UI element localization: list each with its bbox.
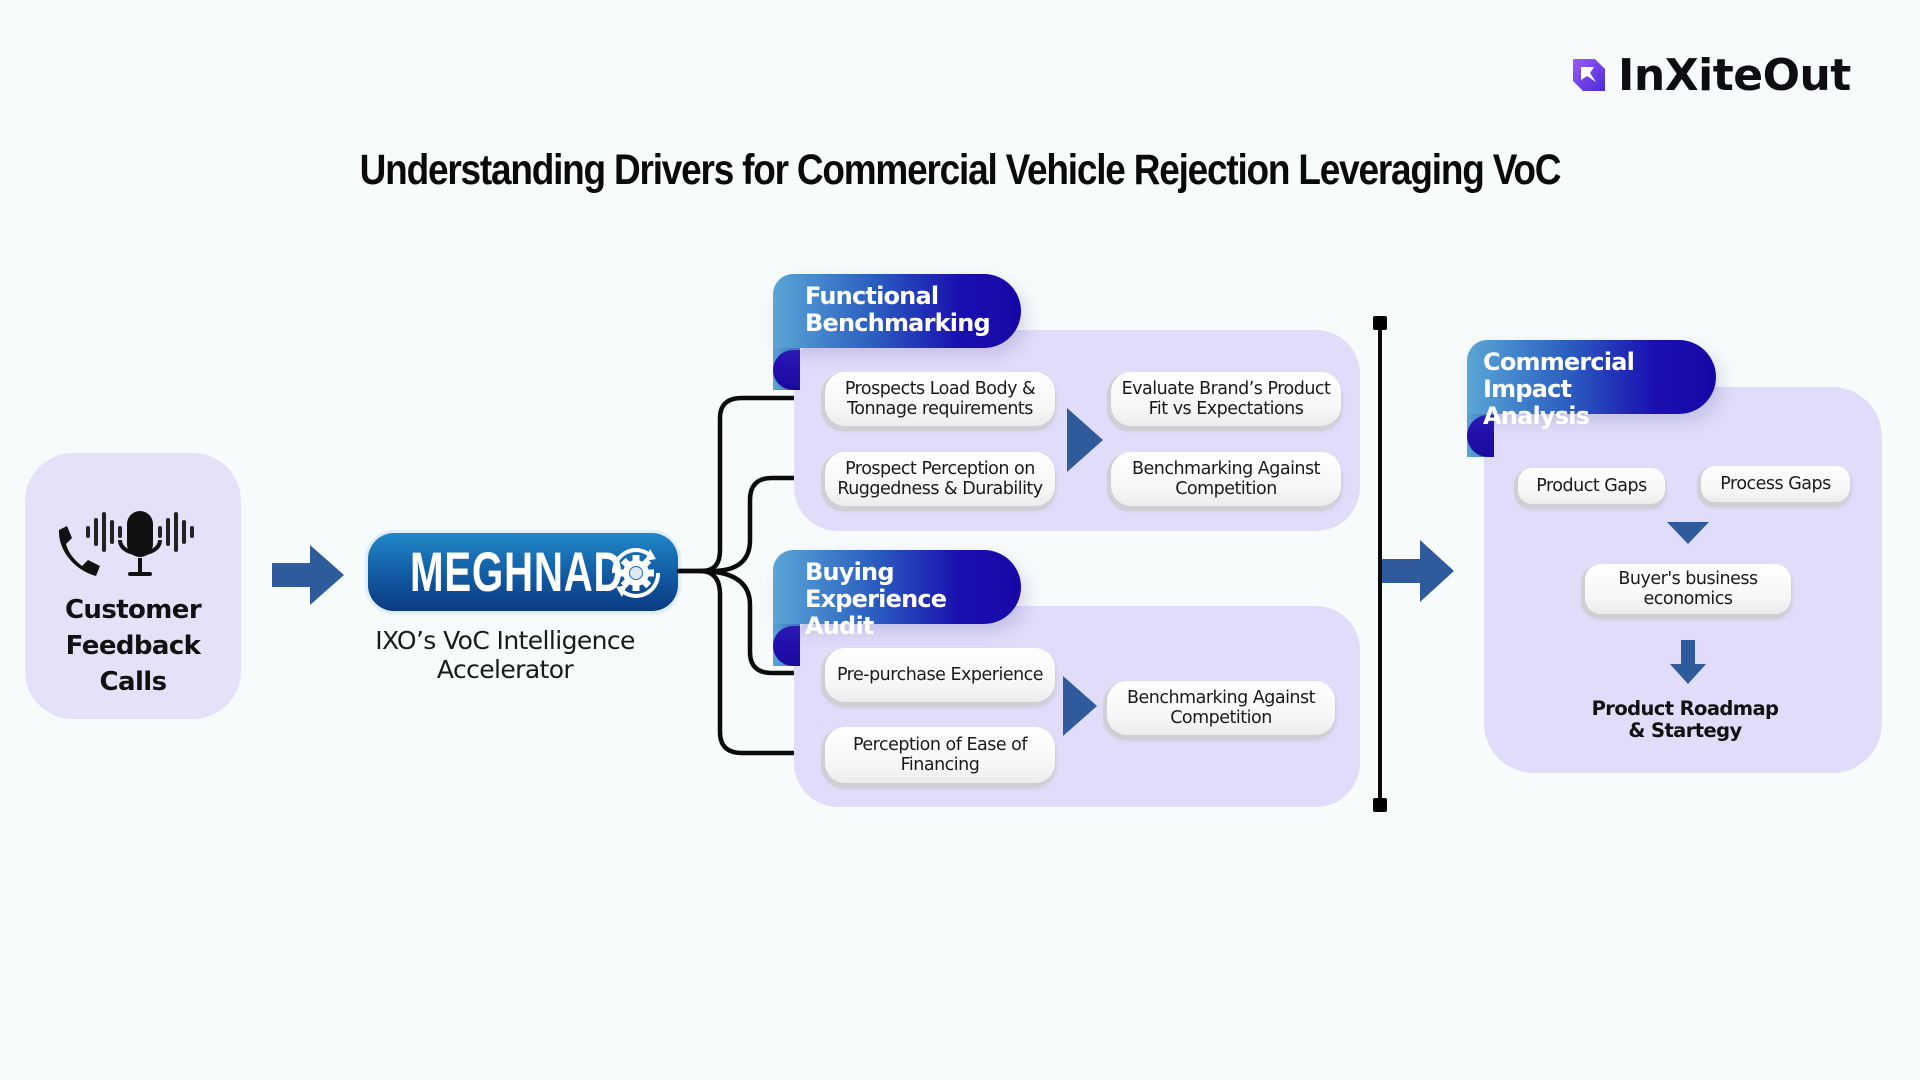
page-title: Understanding Drivers for Commercial Veh… <box>359 146 1562 194</box>
result-line: Product Roadmap <box>1591 697 1779 720</box>
outcome-card-line: Competition <box>1170 708 1272 728</box>
economics-card-line: Buyer's business <box>1618 569 1758 589</box>
customer-feedback-line: Calls <box>99 667 168 697</box>
flow-arrow-right-icon <box>272 545 344 605</box>
aggregation-bar-cap <box>1373 316 1387 330</box>
section-header-functional-benchmarking: Functional Benchmarking <box>773 274 1021 348</box>
brand-name: InXiteOut <box>1618 50 1851 101</box>
section-title-line: Functional <box>805 282 939 310</box>
meghnad-caption-line: Accelerator <box>436 655 574 684</box>
result-line: & Startegy <box>1628 719 1742 742</box>
product-roadmap-result: Product Roadmap & Startegy <box>1560 698 1810 742</box>
outcome-card-line: Evaluate Brand’s Product <box>1121 379 1331 399</box>
flow-triangle-right-icon <box>1067 408 1103 472</box>
customer-feedback-card <box>25 453 241 719</box>
section-title-line: Buying Experience <box>805 558 947 613</box>
gap-card-product: Product Gaps <box>1518 468 1665 504</box>
economics-card-line: economics <box>1643 589 1733 609</box>
driver-card: Prospects Load Body &Tonnage requirement… <box>825 372 1055 426</box>
header-fold-curl <box>773 350 800 390</box>
section-header-commercial-impact: Commercial Impact Analysis <box>1467 340 1716 430</box>
flow-triangle-right-icon <box>1063 676 1097 736</box>
driver-card-line: Prospects Load Body & <box>844 379 1036 399</box>
driver-card-line: Pre-purchase Experience <box>836 665 1044 685</box>
section-title-line: Audit <box>805 612 874 640</box>
header-fold-curl <box>1467 415 1494 457</box>
section-header-buying-experience-audit: Buying Experience Audit <box>773 550 1021 640</box>
inxiteout-logo-icon <box>1573 59 1605 91</box>
customer-feedback-line: Feedback <box>65 631 201 661</box>
customer-feedback-label: Customer Feedback Calls <box>25 592 241 700</box>
outcome-card-line: Competition <box>1175 479 1277 499</box>
meghnad-caption-line: IXO’s VoC Intelligence <box>375 626 635 655</box>
driver-card-line: Tonnage requirements <box>847 399 1033 419</box>
meghnad-caption: IXO’s VoC Intelligence Accelerator <box>340 626 670 684</box>
section-title-line: Benchmarking <box>805 309 991 337</box>
driver-card-line: Ruggedness & Durability <box>837 479 1043 499</box>
outcome-card-line: Benchmarking Against <box>1126 688 1316 708</box>
aggregation-bar-cap <box>1373 798 1387 812</box>
flow-arrow-right-icon <box>1382 540 1454 602</box>
section-title-line: Analysis <box>1483 402 1590 430</box>
driver-card-line: Financing <box>900 755 980 775</box>
flow-triangle-down-icon <box>1667 522 1709 544</box>
outcome-card-line: Fit vs Expectations <box>1148 399 1304 419</box>
section-title-line: Commercial Impact <box>1483 348 1635 403</box>
header-fold-curl <box>773 626 800 666</box>
phone-microphone-soundwave-icon <box>58 511 194 576</box>
customer-feedback-line: Customer <box>64 595 202 625</box>
gear-cycle-icon <box>611 548 661 598</box>
meghnad-name: MEGHNAD <box>410 540 624 603</box>
gap-card-label: Process Gaps <box>1720 474 1831 494</box>
driver-card-line: Perception of Ease of <box>852 735 1028 755</box>
outcome-card-line: Benchmarking Against <box>1131 459 1321 479</box>
gap-card-process: Process Gaps <box>1701 466 1850 502</box>
driver-card: Pre-purchase Experience <box>825 648 1055 702</box>
flow-arrow-down-icon <box>1670 640 1706 684</box>
aggregation-bar <box>1378 318 1382 806</box>
driver-card-line: Prospect Perception on <box>845 459 1035 479</box>
gap-card-label: Product Gaps <box>1536 476 1647 496</box>
